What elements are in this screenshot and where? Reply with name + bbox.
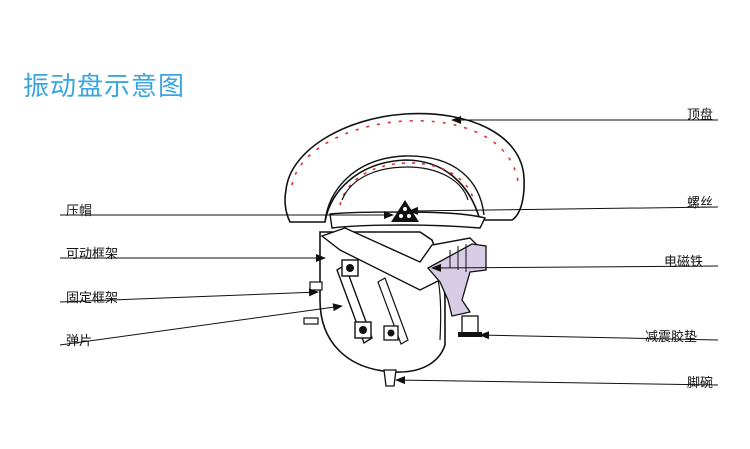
label-top-plate: 顶盘 (687, 108, 714, 123)
fixed-frame-pin (309, 281, 323, 291)
leader-electromagnet (431, 263, 719, 272)
label-damping-pad: 减震胶垫 (645, 330, 698, 345)
bolt-lower-core (359, 326, 367, 334)
electromagnet-core (426, 243, 487, 317)
diagram-title: 振动盘示意图 (23, 72, 186, 102)
spring-side-pin (303, 317, 319, 325)
label-spring-plate: 弹片 (66, 334, 93, 349)
label-fixed-frame: 固定框架 (66, 291, 119, 306)
leader-fixed-frame (59, 288, 319, 303)
leader-spring-plate (59, 303, 343, 346)
red-dashed-track-inner (339, 162, 475, 206)
red-dashed-track-outer (291, 119, 519, 186)
bolt-right-core (387, 329, 395, 337)
damping-pad-base (458, 332, 482, 337)
damping-pad (461, 315, 479, 335)
press-cap-hole-1 (399, 214, 403, 218)
label-foot-bowl: 脚碗 (687, 376, 714, 391)
inner-bowl-shell (324, 155, 485, 223)
leader-screw (408, 206, 719, 215)
bolt-upper-core (346, 264, 354, 272)
leader-foot-bowl (395, 376, 719, 386)
foot-bowl (383, 369, 397, 387)
press-cap-hole-2 (407, 214, 411, 218)
leader-damping-pad (479, 331, 719, 341)
press-cap-hole-3 (403, 207, 407, 211)
inner-bowl-ridge (341, 166, 469, 201)
spring-plate-right (377, 277, 409, 345)
